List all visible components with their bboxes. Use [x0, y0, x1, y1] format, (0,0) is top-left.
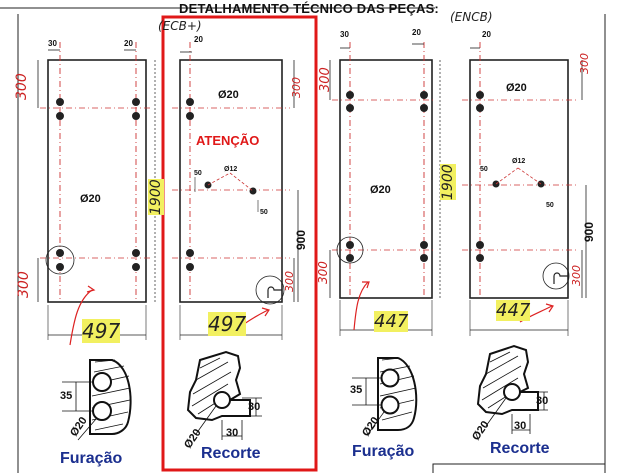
panel-2-dim-top: 20 — [194, 35, 203, 44]
panel-3-dim-top-b: 20 — [412, 28, 421, 37]
panel-1-dim-left-top: 300 — [14, 73, 30, 100]
detail-4-dim-a: 30 — [536, 395, 549, 407]
panel-1 — [37, 42, 156, 340]
panel-3-dim-left-top: 300 — [318, 67, 333, 92]
panel-2-dim-right-bottom: 300 — [283, 271, 296, 292]
panel-1-hole-dia: Ø20 — [80, 193, 101, 205]
panel-4-dim-right-bottom: 300 — [570, 265, 583, 286]
detail-recorte-1 — [186, 350, 262, 440]
detail-furacao-2 — [352, 357, 418, 435]
panel-4 — [462, 42, 587, 336]
panel-1-dim-height: 1900 — [148, 179, 164, 215]
detail-recorte-2 — [476, 344, 548, 434]
panel-4-dim-50-b: 50 — [546, 202, 554, 209]
detail-2-caption: Recorte — [201, 445, 261, 462]
detail-1-caption: Furação — [60, 450, 123, 467]
detail-furacao-1 — [62, 359, 132, 441]
panel-3-dim-height: 1900 — [440, 164, 456, 200]
detail-4-caption: Recorte — [490, 440, 550, 457]
panel-4-dim-right-top: 300 — [578, 53, 591, 74]
handwritten-note-right: (ENCB) — [450, 10, 493, 24]
panel-2-small-dia: Ø12 — [224, 166, 238, 173]
panel-1-dim-top-a: 30 — [48, 39, 57, 48]
detail-2-dim-a: 30 — [248, 401, 261, 413]
detail-4-dim-b: 30 — [514, 420, 527, 432]
panel-3 — [329, 42, 441, 336]
panel-2-dim-50-b: 50 — [260, 209, 268, 216]
handwritten-note-left: (ECB+) — [158, 19, 202, 33]
panel-2-dim-width: 497 — [208, 312, 247, 336]
panel-2-dim-900: 900 — [294, 229, 308, 250]
panel-3-dim-width: 447 — [374, 311, 409, 332]
panel-4-dim-50-a: 50 — [480, 166, 488, 173]
panel-3-hole-dia: Ø20 — [370, 184, 391, 196]
detail-3-caption: Furação — [352, 443, 415, 460]
panel-2-dim-right-top: 300 — [290, 77, 303, 98]
detail-1-dim: 35 — [60, 390, 73, 402]
panel-4-small-dia: Ø12 — [512, 158, 526, 165]
panel-2-hole-dia: Ø20 — [218, 89, 239, 101]
panel-2 — [172, 42, 299, 340]
panel-4-dim-900: 900 — [582, 221, 596, 242]
page-title: DETALHAMENTO TÉCNICO DAS PEÇAS: — [179, 1, 439, 16]
panel-1-dim-width: 497 — [82, 319, 121, 343]
attention-label: ATENÇÃO — [196, 133, 260, 148]
panel-3-dim-left-bottom: 300 — [316, 261, 330, 284]
panel-3-dim-top-a: 30 — [340, 30, 349, 39]
panel-1-dim-left-bottom: 300 — [16, 271, 32, 298]
detail-3-dim: 35 — [350, 384, 363, 396]
panel-2-dim-50-a: 50 — [194, 170, 202, 177]
detail-2-dim-b: 30 — [226, 427, 239, 439]
panel-4-dim-top: 20 — [482, 30, 491, 39]
attention-frame — [161, 15, 318, 472]
panel-4-dim-width: 447 — [496, 300, 531, 321]
panel-4-hole-dia: Ø20 — [506, 82, 527, 94]
panel-1-dim-top-b: 20 — [124, 39, 133, 48]
